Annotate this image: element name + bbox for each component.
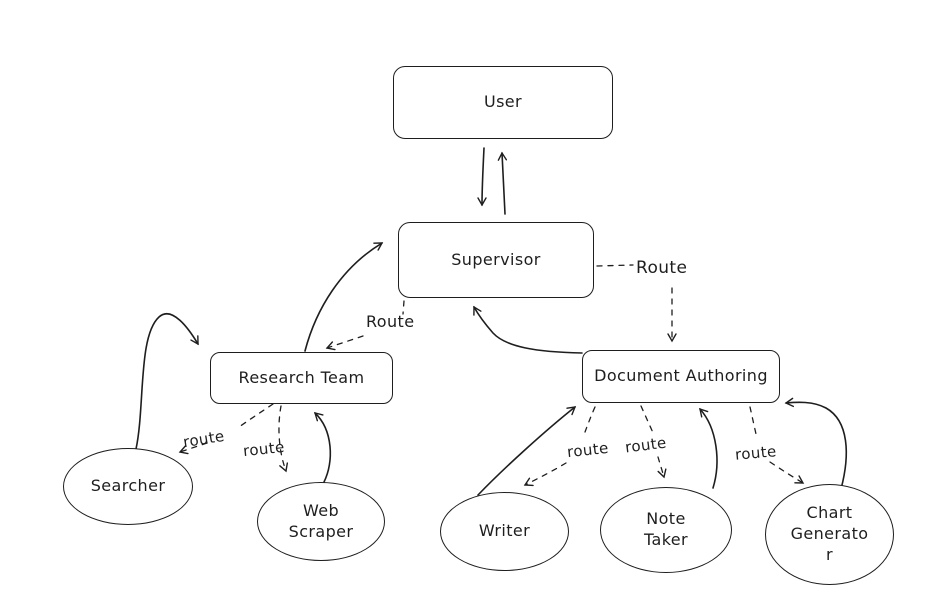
edge-writer-to-document-authoring — [477, 406, 577, 496]
node-document-authoring-label: Document Authoring — [594, 366, 768, 386]
node-writer: Writer — [440, 492, 569, 571]
edge-web-scraper-to-research-team — [313, 412, 332, 483]
edge-note-taker-to-document-authoring — [699, 407, 718, 489]
edge-research-team-to-searcher-dash1 — [238, 403, 274, 428]
node-research-team: Research Team — [210, 352, 393, 404]
edge-chart-generator-to-document-authoring — [784, 397, 848, 490]
edge-document-authoring-to-writer-dash2 — [523, 462, 567, 487]
node-web-scraper: Web Scraper — [257, 482, 385, 561]
edge-research-team-to-web-scraper-dash — [278, 405, 289, 473]
edge-document-authoring-to-note-taker-dash2 — [657, 456, 667, 479]
node-web-scraper-label: Web Scraper — [288, 500, 354, 541]
node-note-taker: Note Taker — [600, 487, 732, 573]
node-document-authoring: Document Authoring — [582, 350, 780, 403]
edge-document-authoring-to-supervisor — [473, 305, 583, 354]
node-writer-label: Writer — [478, 521, 531, 541]
edge-supervisor-to-user — [497, 151, 508, 215]
node-searcher-label: Searcher — [90, 476, 166, 496]
edge-user-to-supervisor — [477, 147, 487, 207]
edge-label-route-document-authoring: Route — [636, 258, 688, 278]
node-note-taker-label: Note Taker — [643, 509, 689, 549]
node-supervisor-label: Supervisor — [451, 249, 541, 269]
edge-research-team-to-searcher-dash2 — [178, 442, 208, 455]
node-user-label: User — [483, 92, 523, 112]
node-supervisor: Supervisor — [398, 222, 594, 298]
edge-document-authoring-to-chart-generator-dash1 — [749, 406, 757, 435]
edge-label-route-research-team: Route — [366, 312, 415, 331]
edge-document-authoring-to-note-taker-dash1 — [640, 405, 655, 436]
edge-document-authoring-to-chart-generator-dash2 — [769, 461, 805, 484]
edge-searcher-to-research-team — [135, 313, 199, 450]
edge-label-route-chart-generator: route — [734, 442, 778, 464]
edge-document-authoring-to-writer-dash1 — [584, 406, 596, 433]
edge-supervisor-to-research-team-dash2 — [325, 335, 364, 351]
node-chart-generator-label: Chart Generato r — [790, 503, 869, 564]
edge-supervisor-to-research-team-dash1 — [402, 300, 405, 315]
node-searcher: Searcher — [63, 448, 193, 525]
node-user: User — [393, 66, 613, 139]
node-chart-generator: Chart Generato r — [765, 484, 894, 585]
node-research-team-label: Research Team — [238, 367, 365, 387]
edge-research-team-to-supervisor — [304, 242, 384, 352]
edge-supervisor-to-document-authoring-dash1 — [596, 264, 634, 267]
